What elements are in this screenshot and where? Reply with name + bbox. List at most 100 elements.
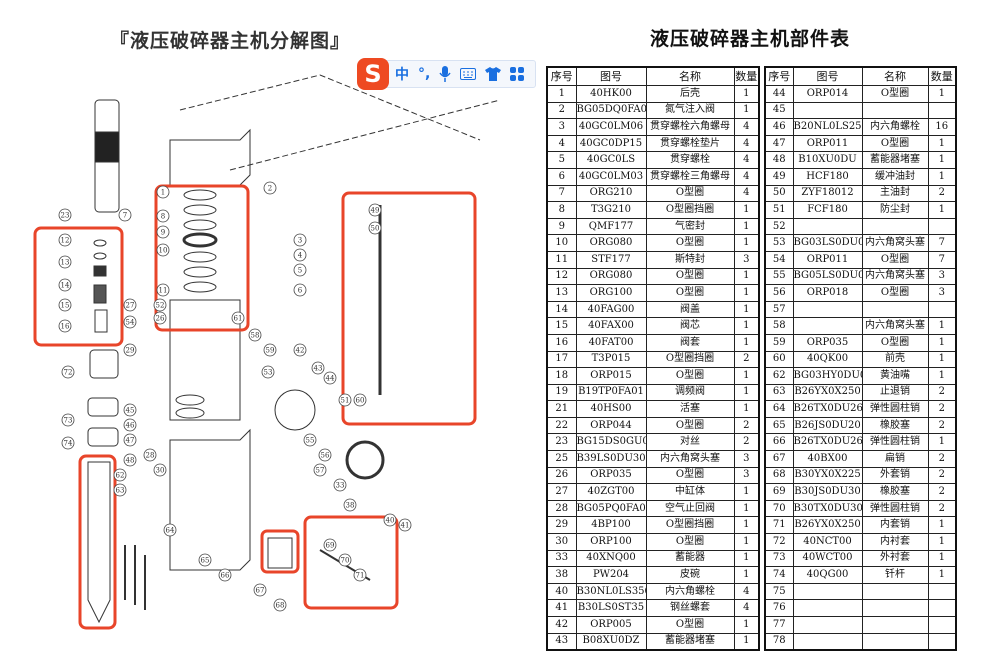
callout-number: 53 <box>264 369 273 377</box>
row-index: 71 <box>764 516 794 535</box>
row-qty <box>927 632 957 651</box>
callout-circle <box>123 453 137 467</box>
keyboard-icon[interactable] <box>460 68 477 80</box>
row-name: 蓄能器堵塞 <box>645 632 735 651</box>
table-row: 46B20NL0LS2550内六角螺栓16 <box>764 118 957 136</box>
callout-circle <box>318 448 332 462</box>
row-name: 内六角螺栓 <box>861 118 929 136</box>
row-index: 65 <box>764 416 794 435</box>
callout-number: 60 <box>356 397 365 405</box>
row-index: 3 <box>546 118 577 136</box>
row-name: 缓冲油封 <box>861 167 929 186</box>
row-part-no: ORG100 <box>575 284 647 302</box>
callout-circle <box>113 483 127 497</box>
callout-circle <box>293 248 307 262</box>
row-name: O型圈挡圈 <box>645 516 735 535</box>
callout-circle <box>263 181 277 195</box>
row-index: 51 <box>764 201 794 219</box>
ime-mode-toggle[interactable]: 中 <box>395 67 409 83</box>
row-qty: 2 <box>733 416 760 435</box>
row-name: 氮气注入阀 <box>645 101 735 120</box>
row-part-no: BG03HY0DU01 <box>792 367 863 385</box>
voice-icon[interactable] <box>439 66 451 82</box>
callout-number: 10 <box>159 247 168 255</box>
callout-circle <box>58 208 72 222</box>
row-name: 外套销 <box>861 466 929 485</box>
toolbox-icon[interactable] <box>510 67 525 81</box>
ime-logo[interactable]: S <box>357 58 389 90</box>
row-qty: 7 <box>927 250 957 269</box>
row-qty: 1 <box>927 333 957 352</box>
callout-circle <box>323 371 337 385</box>
callout-number: 41 <box>401 522 410 530</box>
row-index: 48 <box>764 151 794 169</box>
row-qty: 2 <box>927 184 957 203</box>
table-row: 78 <box>764 632 957 651</box>
row-qty: 1 <box>927 151 957 169</box>
row-index: 69 <box>764 483 794 501</box>
callout-circle <box>61 413 75 427</box>
row-index: 67 <box>764 450 794 468</box>
row-qty: 4 <box>733 599 760 617</box>
row-name: O型圈 <box>645 184 735 203</box>
row-qty: 3 <box>733 450 760 468</box>
parts-table-title: 液压破碎器主机部件表 <box>650 28 851 50</box>
row-name: 内衬套 <box>861 533 929 551</box>
row-index: 25 <box>546 450 577 468</box>
ime-punctuation-toggle[interactable]: °, <box>418 66 431 82</box>
row-name: 贯穿螺栓六角螺母 <box>645 118 735 136</box>
callout-number: 57 <box>316 467 325 475</box>
callout-number: 28 <box>146 452 155 460</box>
row-part-no: 40NCT00 <box>792 533 863 551</box>
row-index: 62 <box>764 367 794 385</box>
row-qty: 1 <box>927 533 957 551</box>
callout-number: 50 <box>371 225 380 233</box>
row-name: 中缸体 <box>645 483 735 501</box>
header-index: 序号 <box>764 66 794 86</box>
row-index: 27 <box>546 483 577 501</box>
row-index: 8 <box>546 201 577 219</box>
row-index: 64 <box>764 400 794 418</box>
row-part-no: 40WCT00 <box>792 549 863 568</box>
ime-toolbar[interactable]: S 中 °, <box>357 58 536 90</box>
row-index: 38 <box>546 566 577 584</box>
row-index: 50 <box>764 184 794 203</box>
table-row: 23BG15DS0GU01对丝2 <box>546 433 760 452</box>
row-qty: 1 <box>733 201 760 219</box>
callout-circle <box>58 278 72 292</box>
row-name: 调频阀 <box>645 383 735 402</box>
row-index: 53 <box>764 234 794 252</box>
header-part-no: 图号 <box>792 66 863 86</box>
row-qty <box>927 616 957 634</box>
row-index: 52 <box>764 217 794 236</box>
row-part-no: B26YX0X250 <box>792 383 863 402</box>
callout-number: 27 <box>126 302 135 310</box>
callout-circle <box>113 468 127 482</box>
row-part-no: PW204 <box>575 566 647 584</box>
row-part-no: HCF180 <box>792 167 863 186</box>
middle-cylinder <box>169 299 241 421</box>
callout-circle <box>343 498 357 512</box>
row-name: O型圈 <box>645 616 735 634</box>
skin-icon[interactable] <box>485 67 502 81</box>
row-index: 57 <box>764 300 794 319</box>
callout-circle <box>338 393 352 407</box>
row-qty: 3 <box>927 284 957 302</box>
row-index: 7 <box>546 184 577 203</box>
callout-number: 44 <box>326 375 335 383</box>
row-part-no <box>792 582 863 601</box>
callout-number: 3 <box>298 237 302 245</box>
row-index: 44 <box>764 85 794 103</box>
callout-number: 43 <box>314 365 323 373</box>
callout-circle <box>398 518 412 532</box>
header-qty: 数量 <box>927 66 957 86</box>
highlight-boxes <box>33 184 477 630</box>
